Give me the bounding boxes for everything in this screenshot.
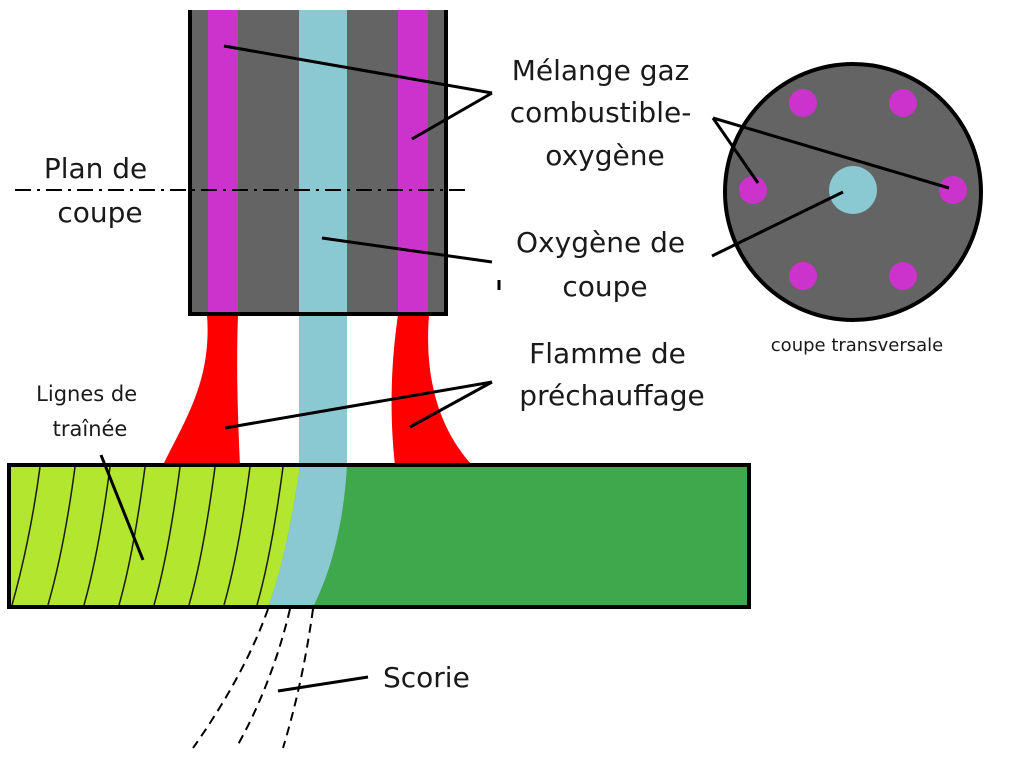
fuel-gas-channel-right xyxy=(398,10,428,314)
preheat-flame-left xyxy=(163,315,240,465)
cross-section-oxygen-hole xyxy=(829,166,877,214)
label-scorie: Scorie xyxy=(383,661,470,694)
label-melange: Mélange gaz combustible- oxygène xyxy=(510,54,700,172)
cutting-oxygen-channel xyxy=(299,10,347,314)
label-coupe-transversale: coupe transversale xyxy=(771,335,943,356)
leader-lines xyxy=(99,44,950,693)
torch-outline xyxy=(188,10,448,316)
metal-plate-outline xyxy=(7,463,751,609)
label-flamme: Flamme de préchauffage xyxy=(519,337,704,412)
label-oxygene-de-coupe: Oxygène de coupe xyxy=(516,226,694,303)
label-plan-de-coupe: Plan de coupe xyxy=(44,152,156,229)
cut-zone xyxy=(9,465,300,607)
fuel-gas-channel-left xyxy=(208,10,238,314)
cross-section-fuel-holes xyxy=(739,89,967,290)
drag-lines xyxy=(11,466,284,606)
preheat-flame-right xyxy=(391,315,472,465)
slag-lines xyxy=(192,608,314,749)
label-lignes-de-trainee: Lignes de traînée xyxy=(36,382,144,441)
cutting-oxygen-jet xyxy=(299,315,347,465)
cutting-kerf xyxy=(268,465,347,607)
